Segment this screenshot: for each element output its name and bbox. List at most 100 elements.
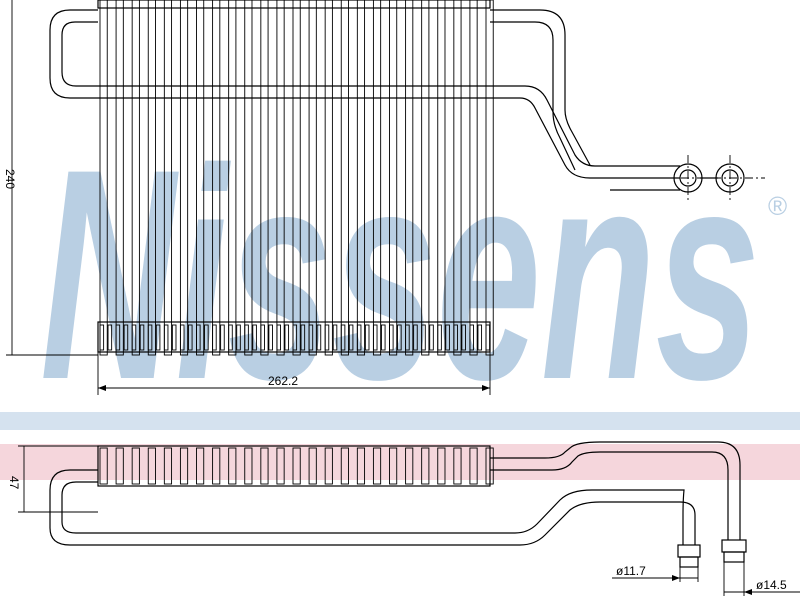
- top-view: 240 262.2: [3, 0, 765, 395]
- core-tube: [244, 0, 253, 356]
- header-fin: [196, 324, 201, 351]
- core-tube: [276, 0, 285, 356]
- header-fin: [236, 324, 241, 351]
- header-fin: [316, 324, 322, 351]
- header-fin: [381, 324, 386, 351]
- side-fin: [212, 447, 221, 485]
- side-fin: [147, 447, 156, 485]
- side-fin: [115, 447, 124, 485]
- header-fin: [469, 324, 474, 351]
- core-tube: [372, 0, 382, 356]
- side-fin: [244, 447, 253, 485]
- header-fin: [276, 324, 281, 351]
- core-tube: [292, 0, 301, 356]
- header-fin: [268, 324, 273, 351]
- header-fin: [348, 324, 354, 351]
- header-fin: [397, 324, 402, 351]
- side-fin: [437, 447, 446, 485]
- header-fin: [139, 324, 145, 351]
- side-fin: [131, 447, 140, 485]
- header-fin: [228, 324, 233, 351]
- nissens-watermark: Nissens: [40, 106, 760, 442]
- side-fin: [308, 447, 317, 485]
- header-fin: [220, 324, 225, 351]
- header-fin: [372, 324, 378, 351]
- core-tube: [131, 0, 140, 356]
- core-tube: [179, 0, 189, 356]
- side-fin: [99, 447, 108, 485]
- header-fin: [163, 324, 169, 351]
- side-fin: [324, 447, 333, 485]
- side-fin: [196, 447, 205, 485]
- bottom-header-fins: [99, 324, 491, 351]
- header-fin: [485, 324, 491, 351]
- header-fin: [99, 324, 105, 351]
- header-fin: [332, 324, 338, 351]
- core-tube: [196, 0, 205, 356]
- header-fin: [429, 324, 434, 351]
- header-fin: [188, 324, 193, 351]
- core-tube: [437, 0, 446, 356]
- dimension-pipe-small: ø11.7: [616, 564, 646, 578]
- header-fin: [389, 324, 394, 351]
- header-fin: [421, 324, 426, 351]
- header-fin: [356, 324, 362, 351]
- header-fin: [107, 324, 113, 351]
- header-fin: [123, 324, 129, 351]
- header-fin: [364, 324, 370, 351]
- header-fin: [445, 324, 450, 351]
- side-fin: [228, 447, 237, 485]
- core-tube: [163, 0, 173, 356]
- header-fin: [437, 324, 442, 351]
- side-fin: [260, 447, 269, 485]
- side-fin: [389, 447, 398, 485]
- header-fin: [244, 324, 249, 351]
- core-tube: [389, 0, 398, 356]
- header-fin: [147, 324, 153, 351]
- side-fin: [372, 447, 382, 485]
- header-fin: [308, 324, 314, 351]
- header-fin: [453, 324, 458, 351]
- header-fin: [171, 324, 177, 351]
- core-tube: [115, 0, 124, 356]
- header-fin: [115, 324, 121, 351]
- core-tube: [453, 0, 462, 356]
- refrigerant-pipe-outer: [49, 9, 680, 179]
- core-tube: [147, 0, 156, 356]
- dimension-width: 262.2: [268, 374, 298, 388]
- registered-mark: ®: [768, 191, 787, 221]
- header-fin: [179, 324, 185, 351]
- side-pipe-outer-2: [490, 441, 741, 540]
- refrigerant-pipe-upper-outer: [490, 9, 591, 166]
- refrigerant-pipe-upper-inner: [490, 21, 576, 171]
- core-tube: [469, 0, 478, 356]
- side-fin: [292, 447, 301, 485]
- core-tube: [228, 0, 237, 356]
- header-fin: [260, 324, 265, 351]
- core-tube: [324, 0, 333, 356]
- pink-band: [0, 444, 800, 480]
- dimension-height: 240: [3, 169, 17, 189]
- header-fin: [413, 324, 418, 351]
- core-tube: [212, 0, 221, 356]
- header-fin: [292, 324, 298, 351]
- header-fin: [155, 324, 161, 351]
- side-fin: [469, 447, 478, 485]
- header-fin: [461, 324, 466, 351]
- blue-band: [0, 412, 800, 430]
- header-fin: [340, 324, 346, 351]
- side-fin: [340, 447, 349, 485]
- side-fin: [405, 447, 414, 485]
- header-fin: [252, 324, 257, 351]
- side-view: 47 ø11.7 ø14.5: [7, 441, 800, 596]
- side-pipe-inner-2: [490, 451, 729, 540]
- side-pipe-inner-1: [61, 481, 685, 545]
- side-fin: [356, 447, 366, 485]
- side-core-fins: [99, 447, 494, 485]
- side-fin: [276, 447, 285, 485]
- header-fin: [477, 324, 483, 351]
- core-tube: [405, 0, 414, 356]
- side-fin: [421, 447, 430, 485]
- header-fin: [131, 324, 137, 351]
